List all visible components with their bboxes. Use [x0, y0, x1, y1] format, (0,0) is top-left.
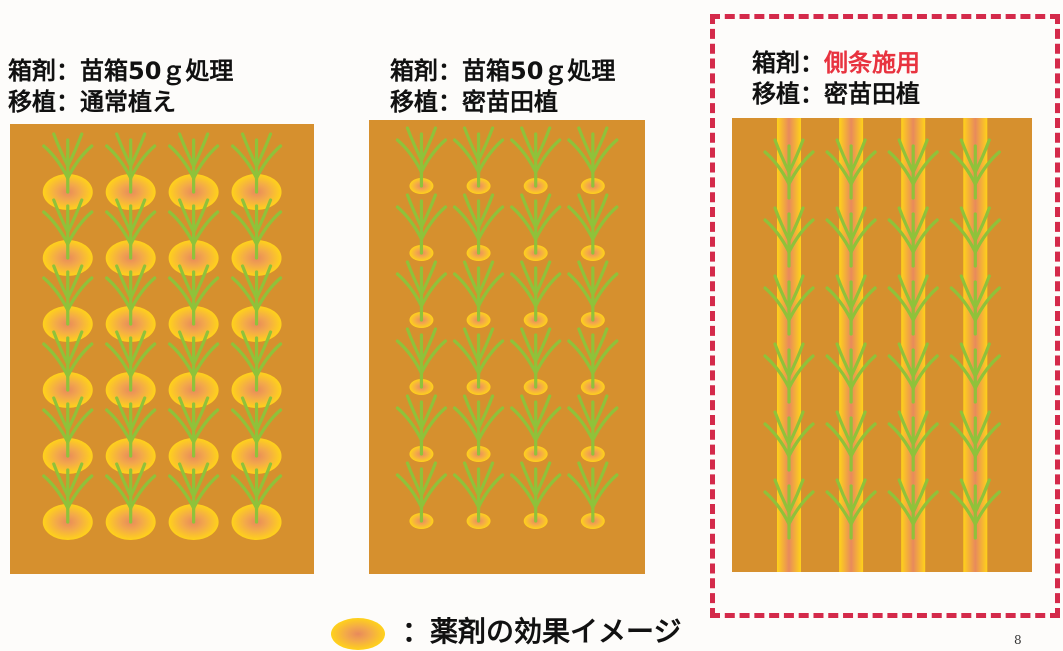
rice-seedling-icon — [510, 193, 562, 255]
drug-value-highlighted: 側条施用 — [824, 49, 920, 77]
rice-seedling-icon — [887, 206, 939, 268]
rice-seedling-icon — [949, 274, 1001, 336]
rice-seedling-icon — [567, 394, 619, 456]
rice-seedling-icon — [168, 330, 220, 392]
rice-seedling-icon — [510, 126, 562, 188]
field-illustration — [369, 120, 645, 574]
rice-seedling-icon — [510, 260, 562, 322]
rice-seedling-icon — [567, 193, 619, 255]
rice-seedling-icon — [763, 274, 815, 336]
rice-seedling-icon — [763, 138, 815, 200]
rice-seedling-icon — [168, 396, 220, 458]
rice-seedling-icon — [105, 198, 157, 260]
rice-seedling-icon — [452, 394, 505, 456]
legend-label: ：薬剤の効果イメージ — [402, 615, 682, 648]
transplant-prefix: 移植： — [752, 80, 824, 108]
rice-seedling-icon — [230, 396, 283, 458]
rice-seedling-icon — [105, 396, 157, 458]
drug-prefix: 箱剤： — [390, 57, 462, 85]
rice-seedling-icon — [825, 342, 877, 404]
rice-seedling-icon — [825, 138, 877, 200]
panel-1-label: 箱剤：苗箱50ｇ処理 移植：通常植え — [8, 56, 233, 118]
rice-seedling-icon — [42, 396, 94, 458]
rice-seedling-icon — [825, 274, 877, 336]
rice-seedling-icon — [395, 461, 448, 523]
rice-seedling-icon — [949, 138, 1001, 200]
rice-seedling-icon — [452, 327, 505, 389]
rice-seedling-icon — [168, 264, 220, 326]
field-illustration — [10, 124, 314, 574]
rice-seedling-icon — [230, 132, 283, 194]
rice-seedling-icon — [887, 138, 939, 200]
drug-value: 苗箱50ｇ処理 — [80, 57, 234, 85]
rice-seedling-icon — [395, 126, 448, 188]
rice-seedling-icon — [567, 461, 619, 523]
transplant-value: 通常植え — [80, 88, 176, 116]
rice-seedling-icon — [452, 260, 505, 322]
rice-seedling-icon — [230, 198, 283, 260]
rice-seedling-icon — [395, 327, 448, 389]
drug-value: 苗箱50ｇ処理 — [462, 57, 616, 85]
rice-seedling-icon — [42, 132, 94, 194]
rice-seedling-icon — [105, 132, 157, 194]
rice-seedling-icon — [763, 478, 815, 540]
transplant-prefix: 移植： — [390, 88, 462, 116]
rice-seedling-icon — [567, 327, 619, 389]
field-illustration — [732, 118, 1032, 572]
rice-seedling-icon — [452, 461, 505, 523]
rice-seedling-icon — [168, 198, 220, 260]
rice-seedling-icon — [395, 260, 448, 322]
transplant-value: 密苗田植 — [824, 80, 920, 108]
rice-seedling-icon — [949, 206, 1001, 268]
rice-seedling-icon — [168, 132, 220, 194]
rice-seedling-icon — [452, 126, 505, 188]
effect-spot-icon — [331, 618, 385, 650]
rice-seedling-icon — [763, 410, 815, 472]
drug-prefix: 箱剤： — [8, 57, 80, 85]
rice-seedling-icon — [825, 206, 877, 268]
rice-seedling-icon — [825, 410, 877, 472]
panel-2-label: 箱剤：苗箱50ｇ処理 移植：密苗田植 — [390, 56, 615, 118]
rice-seedling-icon — [825, 478, 877, 540]
rice-seedling-icon — [42, 198, 94, 260]
rice-seedling-icon — [395, 394, 448, 456]
rice-seedling-icon — [42, 462, 94, 524]
paddy-field-normal-planting — [10, 124, 314, 574]
rice-seedling-icon — [887, 342, 939, 404]
transplant-value: 密苗田植 — [462, 88, 558, 116]
rice-seedling-icon — [763, 342, 815, 404]
rice-seedling-icon — [42, 330, 94, 392]
rice-seedling-icon — [949, 410, 1001, 472]
highlight-frame — [710, 14, 1060, 618]
rice-seedling-icon — [105, 330, 157, 392]
transplant-prefix: 移植： — [8, 88, 80, 116]
rice-seedling-icon — [763, 206, 815, 268]
rice-seedling-icon — [230, 330, 283, 392]
rice-seedling-icon — [887, 274, 939, 336]
rice-seedling-icon — [230, 462, 283, 524]
rice-seedling-icon — [949, 478, 1001, 540]
rice-seedling-icon — [452, 193, 505, 255]
drug-prefix: 箱剤： — [752, 49, 824, 77]
page-number: 8 — [1014, 633, 1022, 647]
rice-seedling-icon — [510, 327, 562, 389]
rice-seedling-icon — [887, 410, 939, 472]
rice-seedling-icon — [105, 264, 157, 326]
rice-seedling-icon — [395, 193, 448, 255]
rice-seedling-icon — [567, 126, 619, 188]
rice-seedling-icon — [887, 478, 939, 540]
rice-seedling-icon — [168, 462, 220, 524]
rice-seedling-icon — [105, 462, 157, 524]
rice-seedling-icon — [42, 264, 94, 326]
paddy-field-side-strip — [732, 118, 1032, 572]
rice-seedling-icon — [567, 260, 619, 322]
panel-3-label: 箱剤：側条施用 移植：密苗田植 — [752, 48, 920, 110]
rice-seedling-icon — [510, 394, 562, 456]
paddy-field-dense-seedling — [369, 120, 645, 574]
rice-seedling-icon — [949, 342, 1001, 404]
rice-seedling-icon — [510, 461, 562, 523]
rice-seedling-icon — [230, 264, 283, 326]
